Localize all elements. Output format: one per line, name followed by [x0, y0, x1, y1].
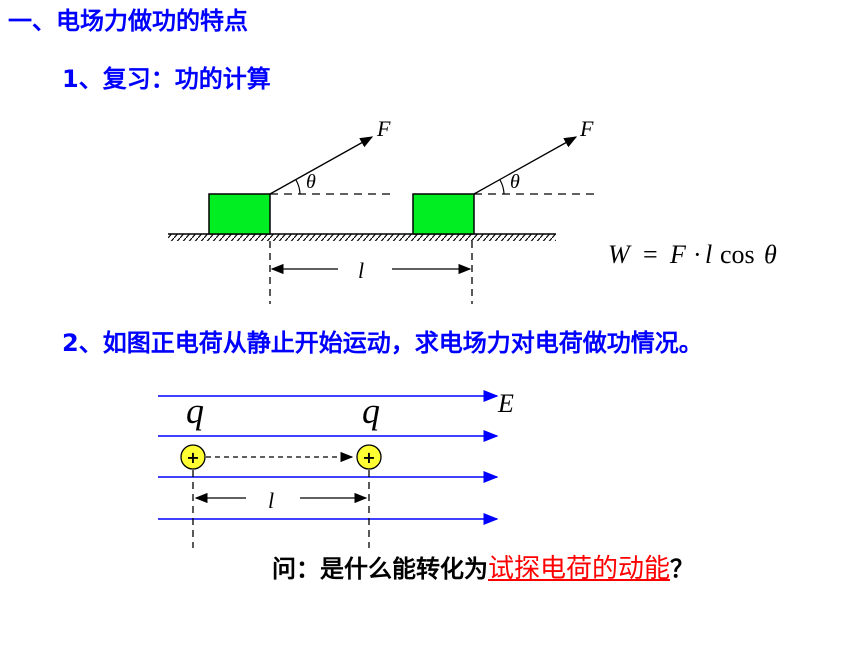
angle-arc-start	[295, 179, 301, 195]
work-formula: W = F · l cos θ	[608, 240, 777, 269]
disp-label: l	[358, 258, 364, 283]
ground-surface	[168, 233, 556, 241]
charge-label-end: q	[362, 391, 380, 431]
question-prefix: 问：是什么能转化为	[272, 555, 488, 583]
block-end	[412, 193, 475, 235]
svg-text:W: W	[608, 240, 632, 269]
svg-text:l: l	[705, 240, 712, 269]
force-label-end: F	[579, 116, 594, 141]
force-arrow-end	[473, 136, 578, 195]
svg-text:cos: cos	[720, 240, 755, 269]
charge-label-start: q	[186, 391, 204, 431]
question-suffix: ？	[670, 555, 695, 583]
subheading-work-calc: 1、复习：功的计算	[62, 65, 271, 93]
question-highlight: 试探电荷的动能	[488, 554, 671, 584]
angle-label-start: θ	[306, 171, 316, 193]
svg-text:+: +	[186, 448, 199, 467]
force-arrow-start	[269, 136, 374, 195]
svg-text:F: F	[669, 240, 687, 269]
svg-text:θ: θ	[764, 240, 777, 269]
block-start	[208, 193, 271, 235]
field-label: E	[497, 389, 514, 418]
svg-text:+: +	[362, 448, 375, 467]
disp2-label: l	[268, 488, 274, 513]
heading: 一、电场力做功的特点	[8, 7, 248, 35]
angle-arc-end	[499, 179, 505, 195]
energy-question: 问：是什么能转化为试探电荷的动能？	[272, 552, 694, 586]
positive-charge-end: +	[356, 444, 382, 470]
svg-text:=: =	[643, 240, 658, 269]
subheading-charge-question: 2、如图正电荷从静止开始运动，求电场力对电荷做功情况。	[62, 329, 703, 357]
angle-label-end: θ	[510, 171, 520, 193]
positive-charge-start: +	[180, 444, 206, 470]
force-label-start: F	[376, 116, 391, 141]
svg-text:·: ·	[693, 240, 702, 269]
